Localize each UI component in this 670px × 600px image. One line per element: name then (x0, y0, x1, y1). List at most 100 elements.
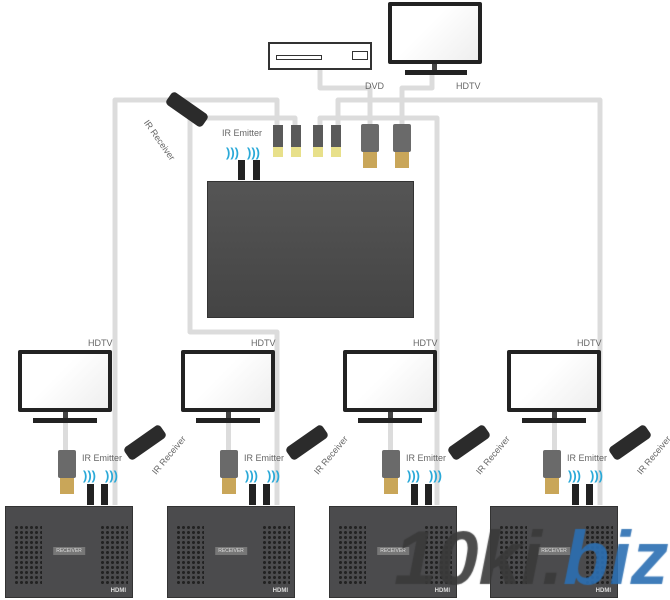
tv-stand (358, 418, 422, 423)
rj45-tip (331, 147, 341, 157)
ir-signal-icon: ))) (105, 468, 118, 483)
hdtv (18, 350, 112, 412)
source-hdtv-label: HDTV (456, 81, 481, 91)
tx-ir-emitter-label: IR Emitter (222, 128, 263, 138)
source-hdtv (388, 2, 482, 64)
vent-grill (338, 525, 366, 585)
hdmi-tip (384, 478, 398, 494)
hdmi-cable (552, 423, 557, 453)
tv-neck (63, 412, 68, 418)
hdtv (181, 350, 275, 412)
dvd-label: DVD (365, 81, 385, 91)
tv-neck (226, 412, 231, 418)
transmitter-unit (207, 181, 414, 318)
cable-dvd (317, 70, 373, 125)
ir-cable-plug (101, 484, 108, 505)
vent-grill (585, 525, 613, 585)
hdtv (507, 350, 601, 412)
ir-signal-icon: ))) (407, 468, 420, 483)
hdmi-logo: HDMI (110, 588, 126, 594)
ir-signal-icon: ))) (590, 468, 603, 483)
ir-emitter-label: IR Emitter (567, 453, 608, 463)
receiver-unit: RECEIVER HDMI (329, 506, 457, 598)
hdmi-plug-icon (220, 450, 238, 478)
hdmi-cable (63, 423, 68, 453)
ir-cable-plug (253, 160, 260, 180)
ir-cable-plug (263, 484, 270, 505)
ir-emitter-label: IR Emitter (82, 453, 123, 463)
hdtv-label: HDTV (88, 338, 113, 348)
rj45-plug-icon (273, 125, 283, 147)
rj45-tip (291, 147, 301, 157)
ir-cable-plug (249, 484, 256, 505)
tv-neck (388, 412, 393, 418)
dvd-display (352, 51, 368, 60)
disc-slot (276, 55, 322, 60)
receiver-label: RECEIVER (215, 546, 247, 555)
cable-tv (399, 75, 435, 125)
receiver-unit: RECEIVER HDMI (167, 506, 295, 598)
receiver-label: RECEIVER (53, 546, 85, 555)
tv-neck (552, 412, 557, 418)
hdmi-plug-icon (543, 450, 561, 478)
cable-rx2 (187, 115, 298, 505)
hdtv (343, 350, 437, 412)
hdmi-tip (363, 152, 377, 168)
tv-stand (33, 418, 97, 423)
ir-signal-icon: ))) (568, 468, 581, 483)
vent-grill (262, 525, 290, 585)
vent-grill (14, 525, 42, 585)
ir-signal-icon: ))) (247, 145, 260, 160)
dvd-player (268, 42, 372, 70)
vent-grill (424, 525, 452, 585)
ir-emitter-label: IR Emitter (244, 453, 285, 463)
hdmi-tip (60, 478, 74, 494)
tv-stand (196, 418, 260, 423)
ir-cable-plug (87, 484, 94, 505)
hdtv-label: HDTV (413, 338, 438, 348)
ir-signal-icon: ))) (267, 468, 280, 483)
ir-cable-plug (586, 484, 593, 505)
rj45-tip (313, 147, 323, 157)
cable-rx3 (317, 115, 440, 505)
cable-rx1 (112, 97, 280, 505)
rj45-tip (273, 147, 283, 157)
ir-cable-plug (238, 160, 245, 180)
hdmi-tip (395, 152, 409, 168)
tv-neck (432, 64, 437, 70)
cable-rx4 (335, 97, 603, 505)
hdmi-logo: HDMI (595, 588, 611, 594)
hdmi-logo: HDMI (434, 588, 450, 594)
ir-signal-icon: ))) (83, 468, 96, 483)
rj45-plug-icon (331, 125, 341, 147)
vent-grill (100, 525, 128, 585)
hdmi-plug-icon (382, 450, 400, 478)
hdmi-tip (222, 478, 236, 494)
hdmi-tip (545, 478, 559, 494)
hdmi-plug-icon (361, 124, 379, 152)
ir-signal-icon: ))) (429, 468, 442, 483)
vent-grill (176, 525, 204, 585)
tv-stand (405, 70, 467, 75)
ir-cable-plug (572, 484, 579, 505)
tv-stand (522, 418, 586, 423)
receiver-unit: RECEIVER HDMI (5, 506, 133, 598)
rj45-plug-icon (313, 125, 323, 147)
receiver-unit: RECEIVER HDMI (490, 506, 618, 598)
receiver-label: RECEIVER (538, 546, 570, 555)
hdmi-cable (388, 423, 393, 453)
hdmi-cable (226, 423, 231, 453)
ir-cable-plug (411, 484, 418, 505)
hdmi-plug-icon (58, 450, 76, 478)
ir-cable-plug (425, 484, 432, 505)
rj45-plug-icon (291, 125, 301, 147)
ir-emitter-label: IR Emitter (406, 453, 447, 463)
hdtv-label: HDTV (577, 338, 602, 348)
hdtv-label: HDTV (251, 338, 276, 348)
ir-signal-icon: ))) (226, 145, 239, 160)
receiver-label: RECEIVER (377, 546, 409, 555)
hdmi-plug-icon (393, 124, 411, 152)
vent-grill (499, 525, 527, 585)
ir-signal-icon: ))) (245, 468, 258, 483)
